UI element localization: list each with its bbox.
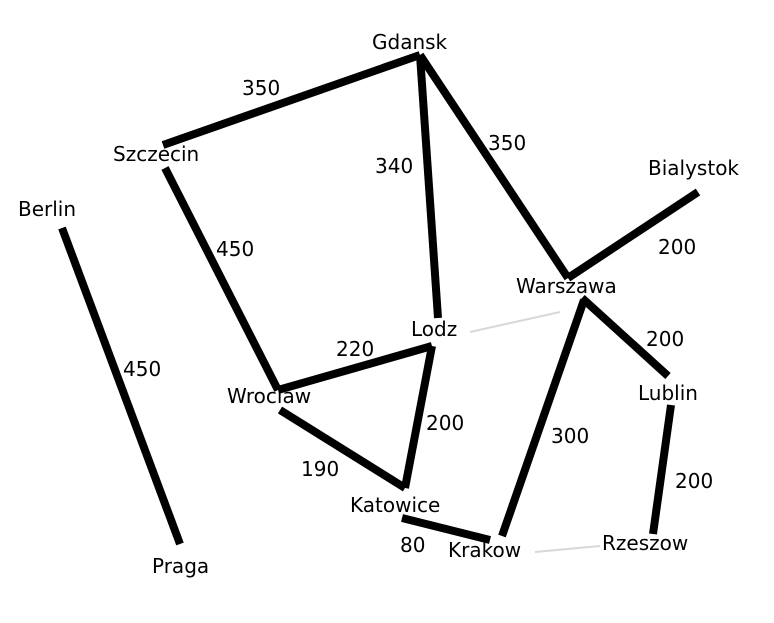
city-praga: Praga bbox=[152, 554, 209, 578]
edge-warszawa-lublin bbox=[579, 295, 671, 379]
city-bialystok: Bialystok bbox=[648, 156, 739, 180]
city-lodz: Lodz bbox=[411, 317, 457, 341]
edge-wroclaw-katowice bbox=[277, 406, 408, 492]
edge-katowice-krakow bbox=[401, 514, 491, 544]
city-wroclaw: Wroclaw bbox=[227, 384, 311, 408]
weight-berlin-praga: 450 bbox=[123, 357, 161, 381]
city-szczecin: Szczecin bbox=[113, 142, 199, 166]
edge-warszawa-krakow bbox=[498, 298, 588, 538]
edge-szczecin-gdansk bbox=[161, 51, 422, 149]
edge-warszawa-bialystok bbox=[565, 188, 701, 282]
weight-lodz-katowice: 200 bbox=[426, 411, 464, 435]
edge-gdansk-lodz bbox=[416, 54, 442, 319]
edge-lublin-rzeszow bbox=[649, 404, 675, 535]
edge-lodz-katowice bbox=[401, 345, 436, 489]
faint-line-krakow-rzeszow bbox=[534, 545, 601, 553]
weight-szczecin-gdansk: 350 bbox=[242, 76, 280, 100]
city-rzeszow: Rzeszow bbox=[602, 531, 688, 555]
edge-szczecin-wroclaw bbox=[161, 166, 282, 392]
weight-warszawa-lublin: 200 bbox=[646, 327, 684, 351]
weight-gdansk-lodz: 340 bbox=[375, 154, 413, 178]
city-lublin: Lublin bbox=[638, 381, 698, 405]
weight-wroclaw-lodz: 220 bbox=[336, 337, 374, 361]
weight-lublin-rzeszow: 200 bbox=[675, 469, 713, 493]
city-katowice: Katowice bbox=[350, 493, 440, 517]
weight-warszawa-bialystok: 200 bbox=[658, 235, 696, 259]
edge-wroclaw-lodz bbox=[276, 342, 434, 394]
edge-berlin-praga bbox=[58, 226, 184, 546]
weight-gdansk-warszawa: 350 bbox=[488, 131, 526, 155]
city-berlin: Berlin bbox=[18, 197, 76, 221]
faint-line-lodz-warszawa bbox=[469, 311, 561, 333]
city-krakow: Krakow bbox=[448, 538, 521, 562]
edge-gdansk-warszawa bbox=[416, 52, 572, 281]
city-gdansk: Gdansk bbox=[372, 30, 448, 54]
weight-szczecin-wroclaw: 450 bbox=[216, 237, 254, 261]
weight-wroclaw-katowice: 190 bbox=[301, 457, 339, 481]
weight-katowice-krakow: 80 bbox=[400, 533, 425, 557]
city-warszawa: Warszawa bbox=[516, 274, 617, 298]
weight-warszawa-krakow: 300 bbox=[551, 424, 589, 448]
